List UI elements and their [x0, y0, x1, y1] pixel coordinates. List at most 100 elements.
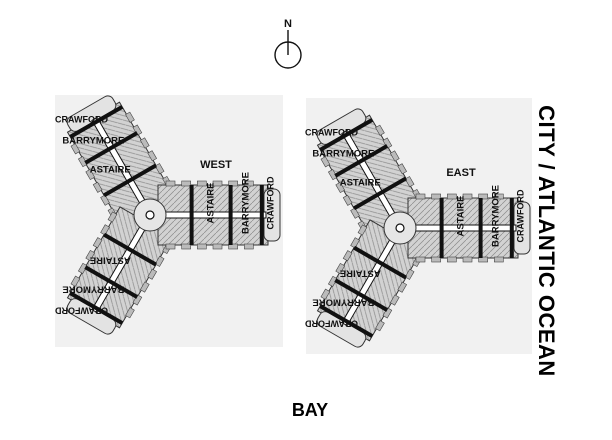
balcony — [342, 250, 353, 262]
unit-divider — [84, 131, 139, 165]
balcony — [357, 224, 368, 236]
unit-label-mid: BARRYMORE — [312, 297, 374, 308]
unit-divider — [353, 176, 407, 211]
balcony — [382, 137, 393, 149]
city-ocean-label: CITY / ATLANTIC OCEAN — [534, 105, 559, 377]
unit-label-end: CRAWFORD — [54, 305, 107, 315]
tower-wing-right: ASTAIRE BARRYMORE CRAWFORD — [399, 185, 531, 263]
bay-label: BAY — [291, 400, 329, 420]
balcony — [478, 256, 488, 263]
balcony — [447, 193, 457, 200]
balcony — [154, 163, 165, 175]
unit-divider — [103, 163, 157, 198]
unit-divider — [228, 185, 233, 245]
balcony — [228, 243, 238, 250]
balcony — [320, 156, 331, 168]
balcony — [447, 256, 457, 263]
balcony — [197, 180, 207, 187]
building-name: EAST — [446, 167, 476, 179]
balcony — [478, 193, 488, 200]
balcony — [107, 211, 118, 223]
balcony — [212, 243, 223, 250]
unit-label-end: CRAWFORD — [55, 115, 108, 125]
unit-label-inner: ASTAIRE — [90, 254, 131, 265]
balcony — [375, 320, 385, 332]
balcony — [350, 207, 360, 219]
unit-label-inner: ASTAIRE — [206, 183, 217, 224]
balcony — [77, 262, 88, 274]
unit-divider — [478, 198, 483, 258]
balcony — [85, 168, 96, 181]
balcony — [92, 237, 103, 249]
unit-label-inner: ASTAIRE — [90, 165, 131, 176]
unit-divider — [319, 304, 374, 338]
core-center — [145, 210, 155, 220]
balcony — [85, 249, 96, 262]
unit-divider — [439, 198, 444, 258]
balcony — [181, 243, 191, 250]
balcony — [397, 163, 408, 175]
balcony — [244, 180, 254, 187]
unit-label-end: CRAWFORD — [515, 189, 525, 242]
balcony — [100, 194, 110, 206]
unit-divider — [84, 265, 139, 299]
balcony — [197, 243, 207, 250]
balcony — [431, 193, 441, 200]
balcony — [415, 256, 426, 263]
balcony — [335, 181, 346, 194]
balcony — [382, 307, 393, 319]
balcony — [397, 281, 408, 293]
unit-label-mid: BARRYMORE — [62, 284, 124, 295]
unit-label-mid: BARRYMORE — [312, 148, 374, 159]
tower-wing-down: ASTAIRE BARRYMORE CRAWFORD — [54, 206, 173, 335]
balcony — [212, 180, 223, 187]
balcony — [125, 307, 135, 319]
balcony — [462, 193, 473, 200]
west-building: ASTAIRE BARRYMORE CRAWFORD ASTAIRE BARRYMORE… — [54, 95, 283, 347]
unit-label-mid: BARRYMORE — [241, 172, 252, 234]
unit-divider — [103, 232, 157, 267]
unit-divider — [319, 118, 374, 152]
balcony — [404, 268, 415, 280]
east-building: ASTAIRE BARRYMORE CRAWFORD ASTAIRE BARRYMORE… — [304, 98, 532, 354]
unit-label-inner: ASTAIRE — [340, 267, 381, 278]
unit-divider — [334, 144, 389, 178]
unit-divider — [69, 105, 124, 139]
balcony — [228, 180, 238, 187]
balcony — [375, 124, 385, 136]
compass: N — [274, 18, 302, 69]
balcony — [77, 156, 88, 168]
unit-divider — [259, 185, 264, 245]
unit-divider — [69, 291, 124, 325]
balcony — [165, 180, 176, 187]
balcony — [431, 256, 441, 263]
unit-divider — [189, 185, 194, 245]
unit-divider — [509, 198, 514, 258]
balcony — [92, 181, 103, 193]
balcony — [165, 243, 176, 250]
balcony — [404, 176, 415, 188]
balcony — [181, 180, 191, 187]
balcony — [350, 237, 360, 249]
balcony — [389, 150, 400, 162]
compass-label: N — [284, 18, 292, 30]
balcony — [462, 256, 473, 263]
unit-label-mid: BARRYMORE — [491, 185, 502, 247]
balcony — [335, 262, 346, 275]
building-name: WEST — [200, 159, 232, 171]
balcony — [70, 275, 81, 287]
balcony — [147, 150, 158, 162]
unit-divider — [334, 278, 389, 312]
balcony — [70, 143, 81, 155]
balcony — [139, 281, 150, 293]
balcony — [494, 256, 504, 263]
unit-label-inner: ASTAIRE — [456, 196, 467, 237]
balcony — [327, 275, 338, 287]
unit-divider — [353, 245, 407, 280]
balcony — [100, 224, 110, 236]
